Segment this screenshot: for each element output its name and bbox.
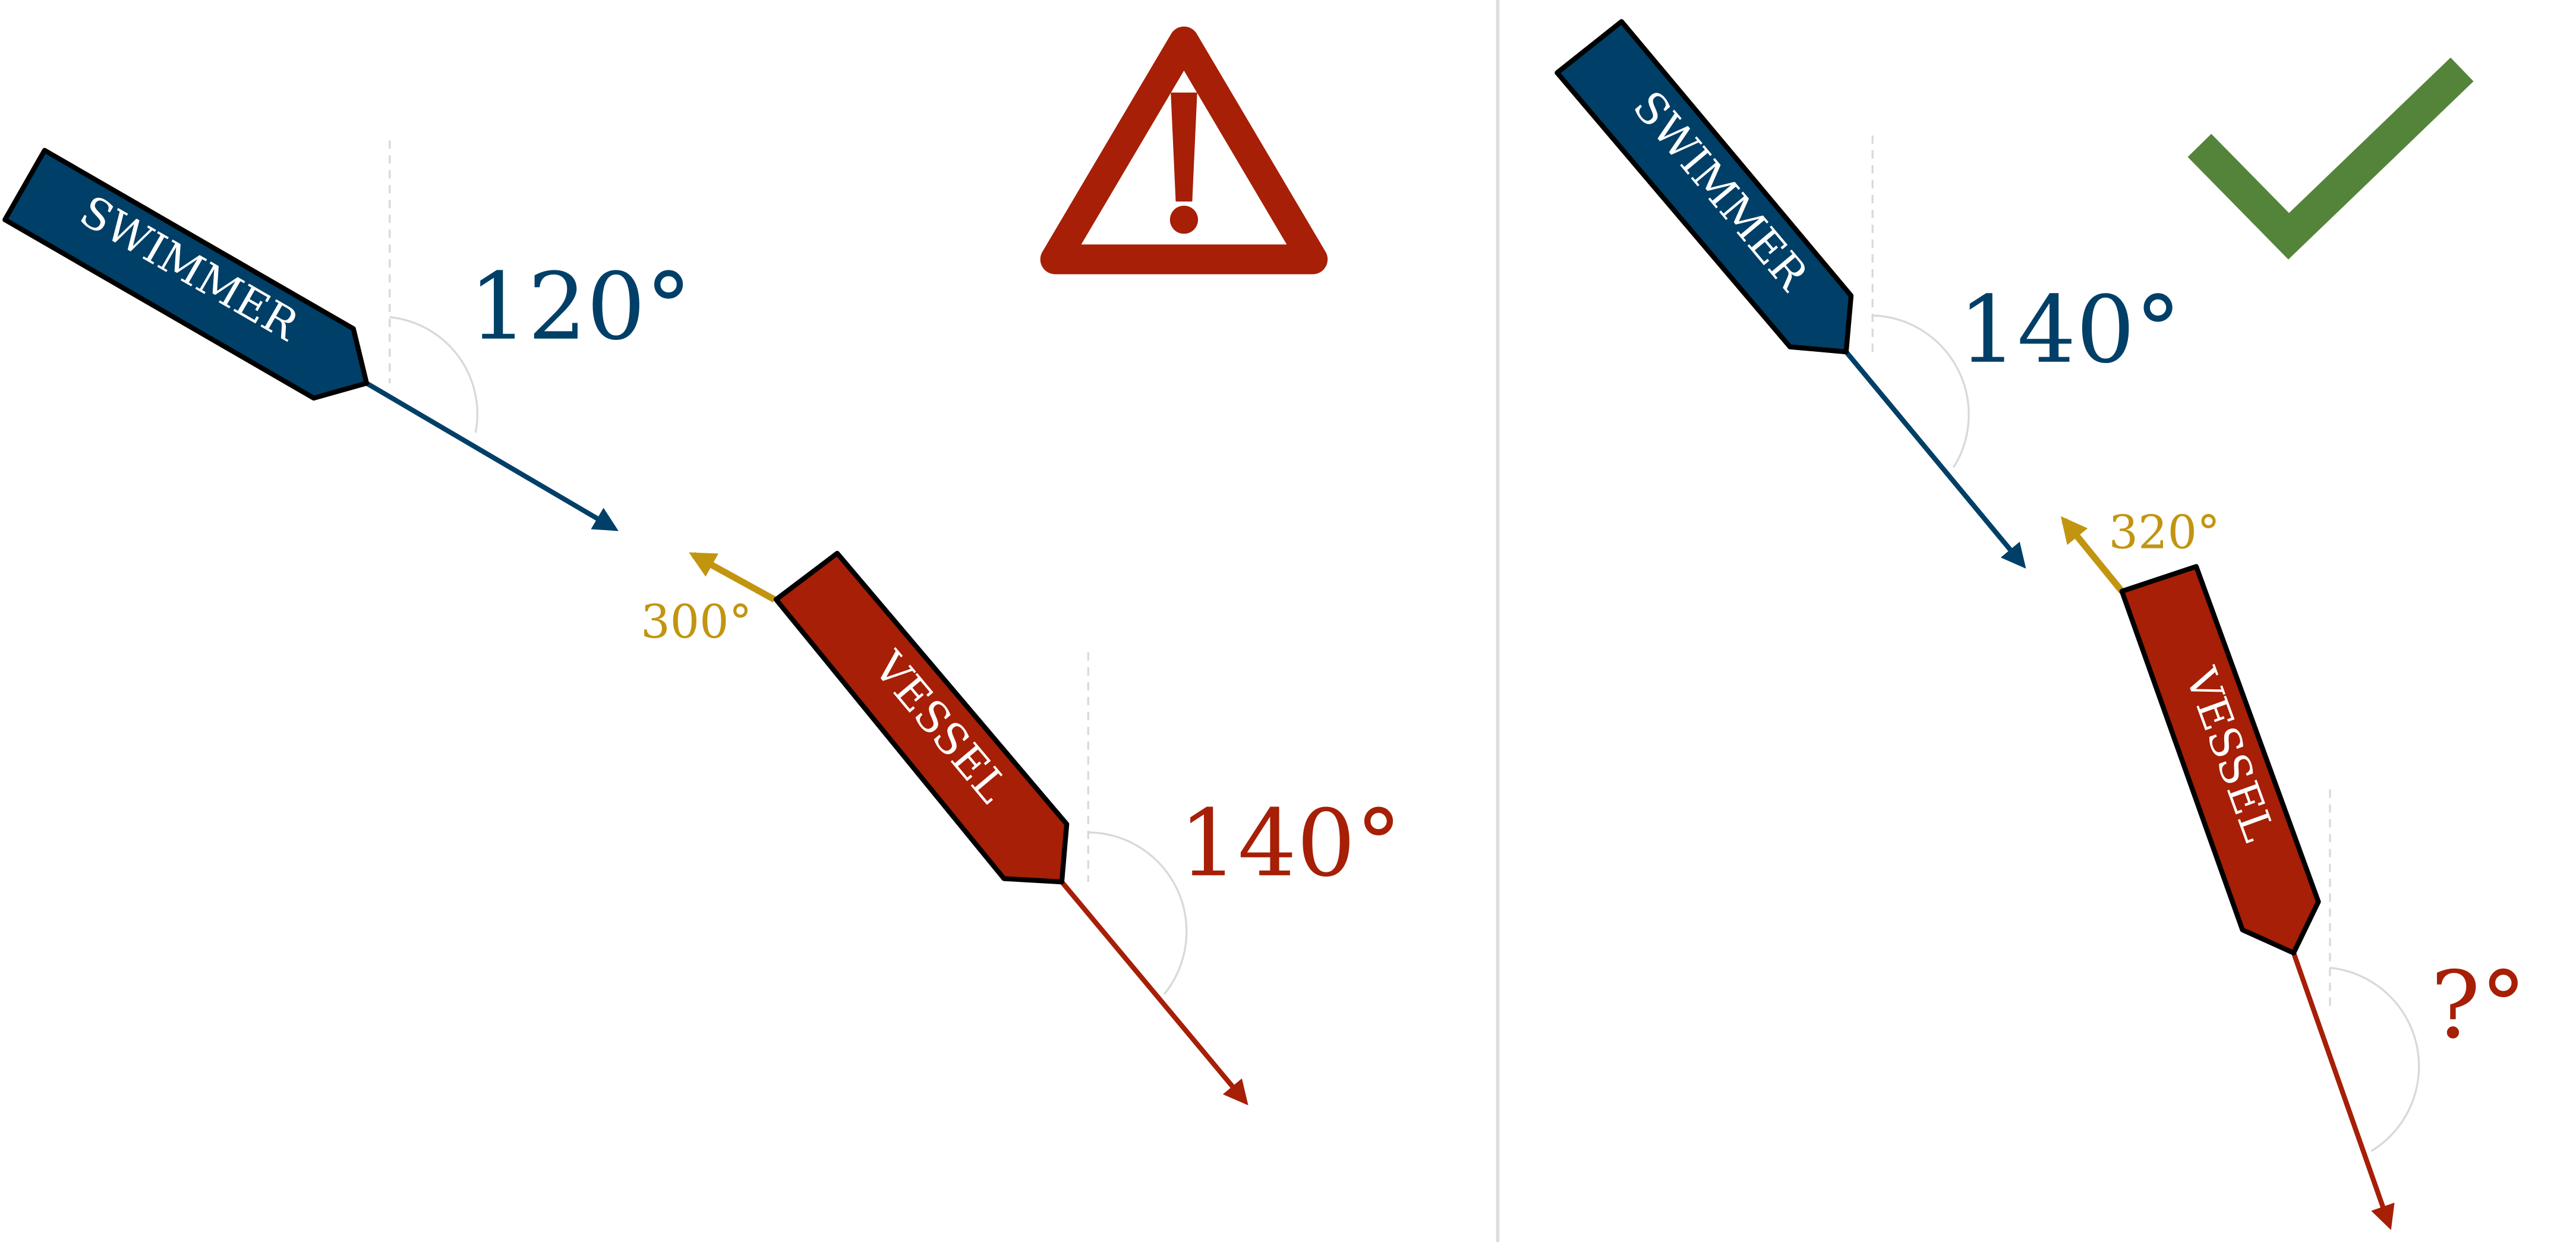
swimmer-heading-arrow [365, 381, 619, 531]
left-panel: 120° SWIMMER 300° 140° VESSEL [2, 26, 1402, 1106]
vessel-angle-arc [2329, 966, 2420, 1152]
swimmer-angle-label: 140° [1959, 276, 2181, 384]
vessel-heading-arrow [1060, 880, 1248, 1106]
swimmer-angle-arc [1872, 314, 1970, 468]
check-mark-icon [2187, 57, 2474, 260]
vessel-body: VESSEL [773, 550, 1070, 885]
reverse-angle-label: 300° [641, 595, 752, 649]
swimmer-heading-arrow [1844, 350, 2026, 569]
vessel-heading-arrow [2291, 952, 2395, 1230]
right-panel: 140° SWIMMER 320° ?° VESSEL [1555, 19, 2527, 1230]
vessel-angle-label: 140° [1179, 790, 1402, 897]
swimmer-angle-arc [389, 316, 479, 433]
vessel-body: VESSEL [2119, 564, 2321, 956]
swimmer-body: SWIMMER [2, 147, 370, 401]
reverse-angle-label: 320° [2109, 506, 2220, 560]
vessel-reverse-arrow [689, 551, 776, 603]
warning-triangle-icon [1040, 26, 1328, 275]
vessel-angle-label: ?° [2430, 951, 2526, 1059]
swimmer-body: SWIMMER [1555, 19, 1854, 355]
vessel-angle-arc [1088, 831, 1188, 995]
swimmer-angle-label: 120° [469, 253, 692, 361]
vessel-reverse-arrow [2060, 516, 2125, 594]
